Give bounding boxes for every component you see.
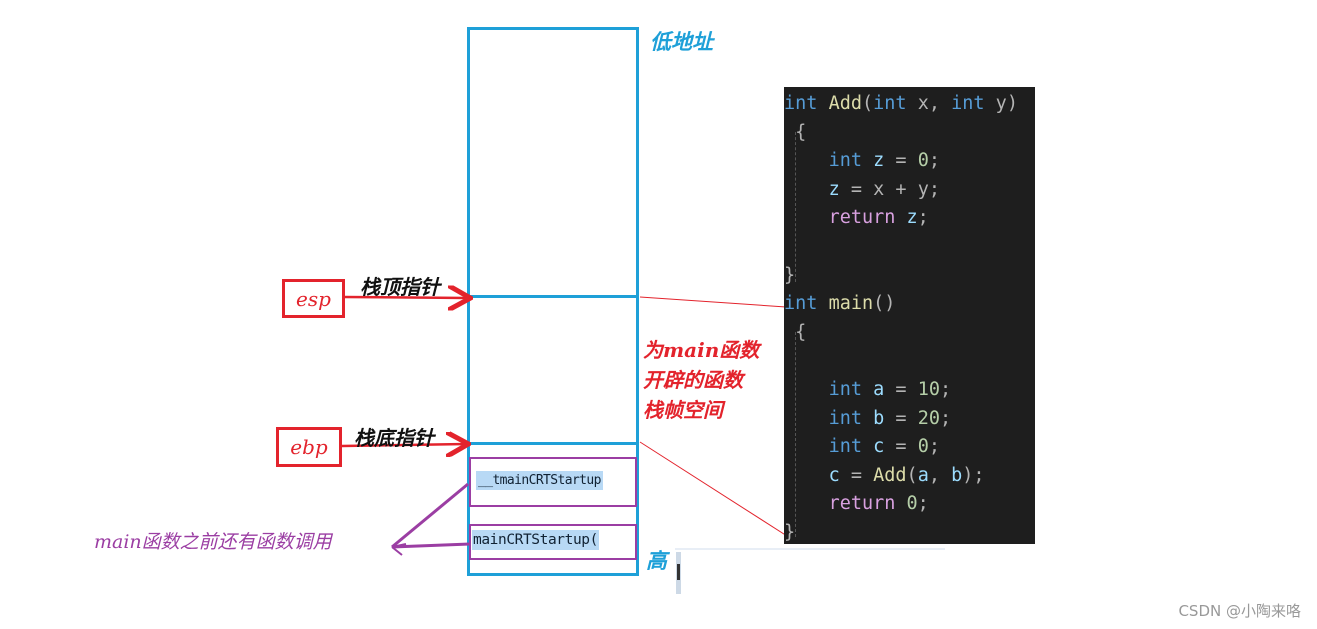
stack-upper-region [467,27,639,298]
main-close-brace: } [784,521,796,543]
esp-arrow [343,297,468,298]
crt-upper-label: __tmainCRTStartup [476,471,603,490]
connector-frame-bottom [639,441,788,537]
watermark: CSDN @小陶来咯 [1178,602,1301,620]
purple-pointer-lower [391,542,471,549]
add-open-brace: { [795,121,807,143]
add-line-2: z = x + y; [828,178,940,200]
add-line-1: int z = 0; [828,150,940,172]
ebp-arrow [341,444,466,446]
connector-frame-top [639,296,787,308]
ebp-register-label: ebp [290,435,328,459]
add-line-3: return z; [828,207,929,229]
frame-note-line-1: 为main函数 [643,338,760,362]
crt-lower-frame: mainCRTStartup( [469,524,637,560]
esp-register-box: esp [282,279,345,318]
code-panel: int Add(int x, int y) { int z = 0; z = x… [784,87,1035,544]
main-stack-frame [467,295,639,445]
before-main-note: main函数之前还有函数调用 [94,531,332,553]
low-address-label: 低地址 [650,29,713,54]
add-signature-line: int Add(int x, int y) [784,93,1018,114]
high-address-label: 高 [646,548,667,573]
purple-pointer-upper [391,482,469,549]
esp-pointer-label: 栈顶指针 [360,275,440,299]
main-decl-a: int a = 10; [828,378,952,400]
stack-lower-region [467,442,639,576]
esp-register-label: esp [296,286,331,311]
main-call-add: c = Add(a, b); [828,464,985,486]
frame-note-line-2: 开辟的函数 [643,368,743,392]
crt-upper-frame: __tmainCRTStartup [469,457,637,507]
main-return: return 0; [828,493,929,515]
add-close-brace: } [784,264,796,286]
frame-note: 为main函数 开辟的函数 栈帧空间 [643,335,759,425]
main-decl-b: int b = 20; [828,407,952,429]
main-signature-line: int main() [784,293,896,315]
ebp-pointer-label: 栈底指针 [354,426,434,450]
crt-lower-label: mainCRTStartup( [472,530,599,550]
frame-note-line-3: 栈帧空间 [643,398,723,422]
main-open-brace: { [795,321,807,343]
main-decl-c: int c = 0; [828,436,940,458]
ebp-register-box: ebp [276,427,342,467]
